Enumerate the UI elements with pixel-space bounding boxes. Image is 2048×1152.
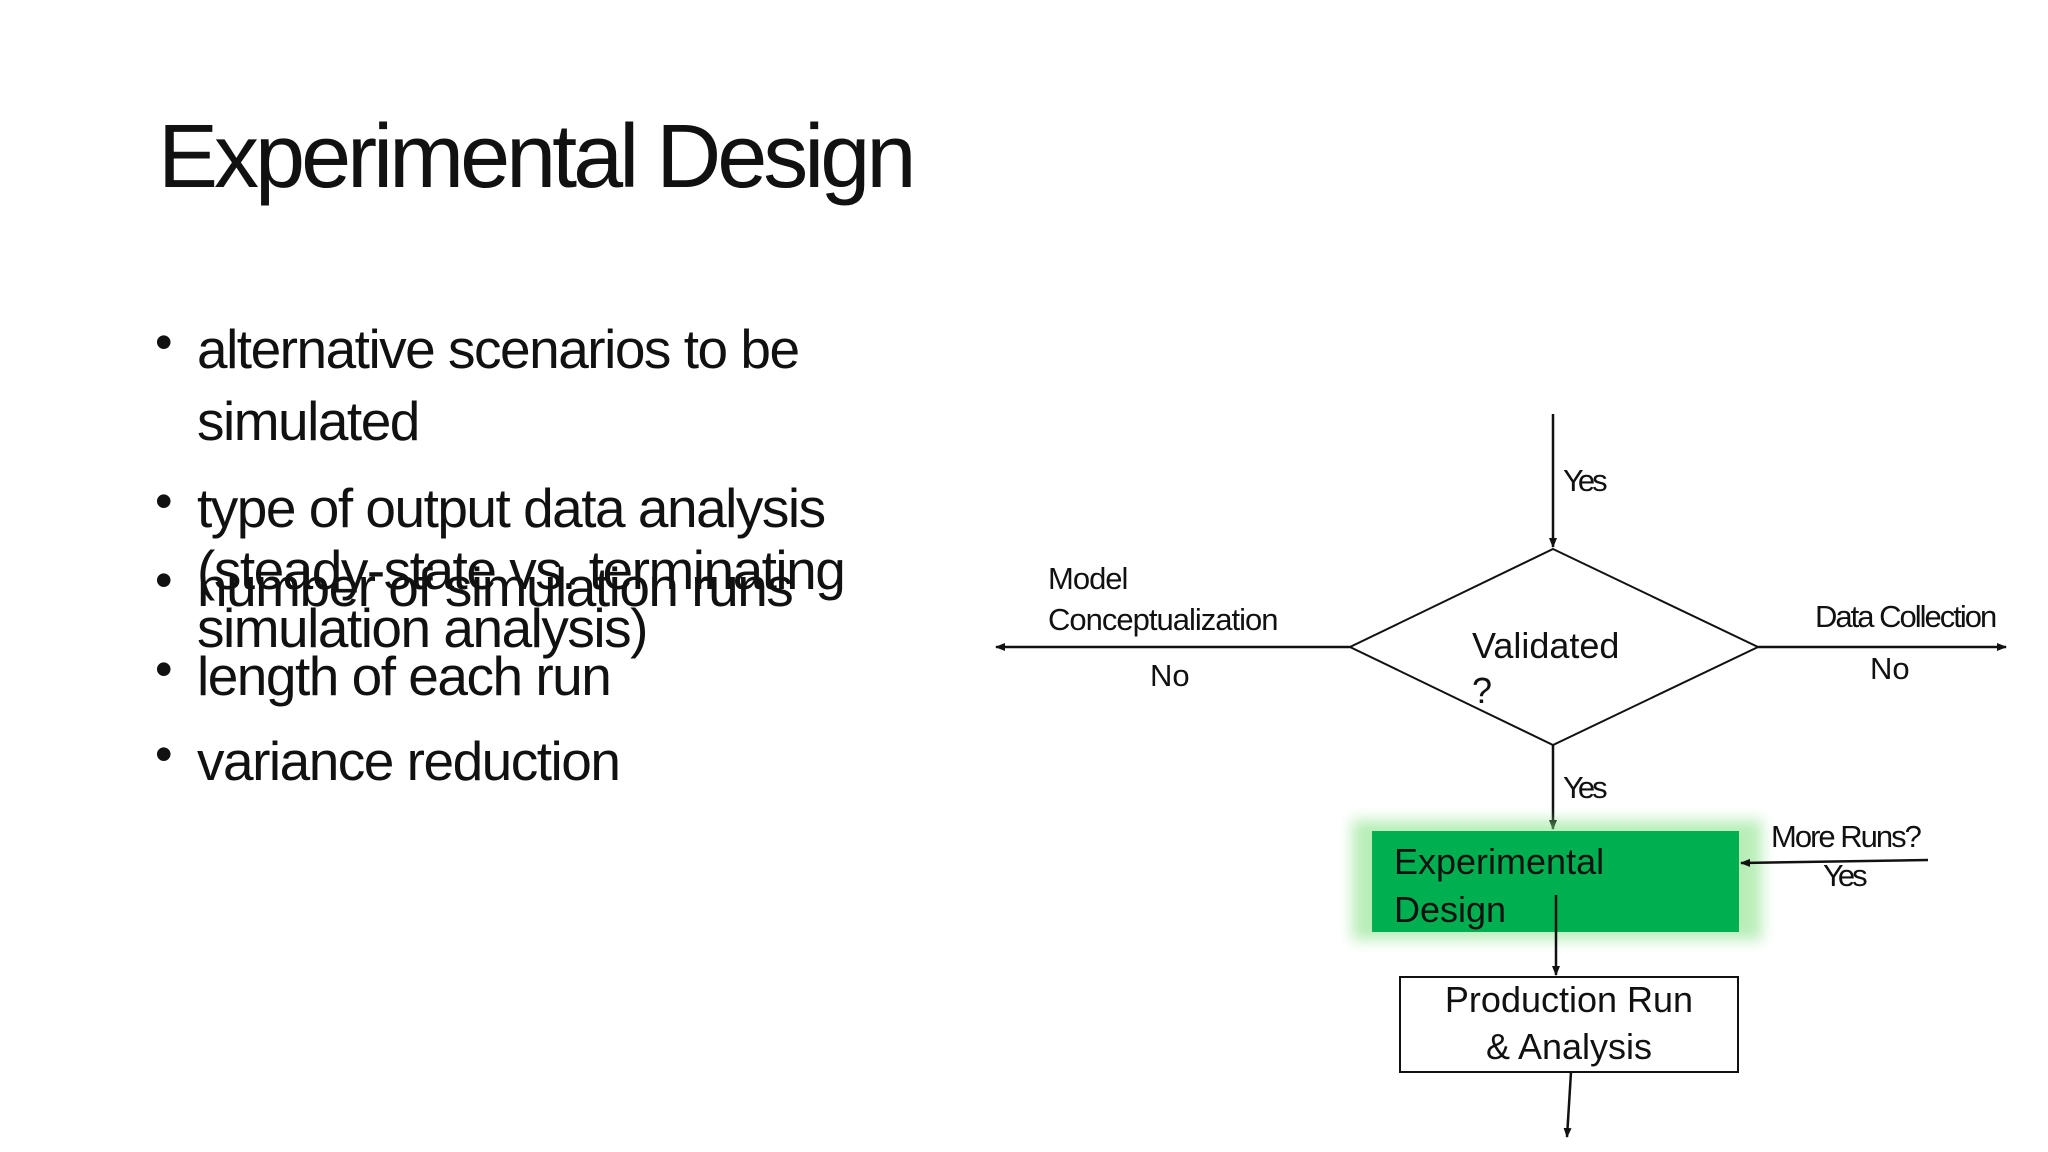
bullet-line: simulated (197, 390, 420, 452)
experimental-design-label: Experimental (1394, 841, 1604, 882)
bullet-line: (steady-state vs. terminating (197, 539, 846, 601)
more-runs-label: More Runs? (1771, 819, 1922, 854)
bullet-line: length of each run (197, 645, 612, 707)
experimental-design-label: Design (1394, 889, 1506, 930)
decision-label: Validated (1472, 625, 1619, 666)
bullet-dot: • (155, 314, 173, 370)
production-run-box (1399, 976, 1739, 1073)
bullet-dot: • (155, 726, 173, 782)
slide-title: Experimental Design (158, 107, 916, 207)
model-conceptualization-label: Model (1048, 561, 1127, 596)
bullet-line: simulation analysis) (197, 597, 648, 659)
bullet-line: alternative scenarios to be (197, 318, 800, 380)
more-runs-yes-label: Yes (1823, 858, 1867, 893)
production-run-label: & Analysis (1486, 1026, 1652, 1067)
model-conceptualization-label: Conceptualization (1048, 602, 1277, 637)
bullet-dot: • (155, 473, 173, 529)
decision-label-question: ? (1472, 670, 1492, 711)
arrow-out-of-production (1563, 1071, 1573, 1138)
yes-label-bottom: Yes (1563, 770, 1607, 805)
arrow-more-runs (1740, 858, 1929, 867)
bullet-dot: • (155, 641, 173, 697)
bullet-line: variance reduction (197, 730, 621, 792)
no-label-right: No (1870, 651, 1910, 686)
yes-label-top: Yes (1563, 463, 1607, 498)
data-collection-label: Data Collection (1815, 599, 1996, 634)
production-run-label: Production Run (1445, 979, 1693, 1020)
bullet-line: type of output data analysis (197, 477, 826, 539)
bullet-dot: • (155, 552, 173, 608)
no-label-left: No (1150, 658, 1190, 693)
bullet-line: number of simulation runs (197, 556, 794, 618)
